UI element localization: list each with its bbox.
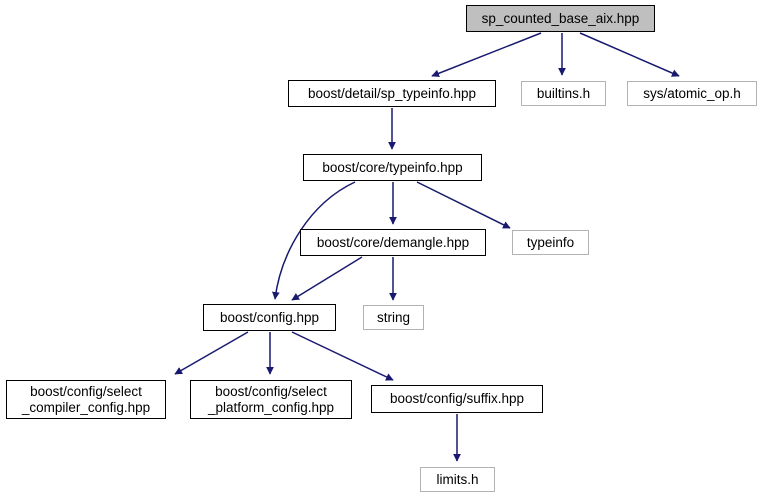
edge-boost_config-to-config_suffix — [291, 331, 394, 381]
graph-node-limits[interactable]: limits.h — [420, 467, 495, 492]
edge-sp_counted_base_aix-to-sys_atomic_op — [579, 32, 680, 77]
graph-node-label: boost/config.hpp — [219, 309, 320, 325]
graph-node-config_suffix[interactable]: boost/config/suffix.hpp — [371, 385, 543, 413]
graph-node-label: boost/config/suffix.hpp — [389, 391, 525, 406]
graph-node-label: sys/atomic_op.h — [643, 85, 741, 101]
graph-node-select_platform_config[interactable]: boost/config/select _platform_config.hpp — [190, 380, 352, 419]
graph-node-label: sp_counted_base_aix.hpp — [481, 10, 640, 26]
edge-core_typeinfo-to-typeinfo — [416, 181, 511, 229]
graph-node-label: boost/config/select _platform_config.hpp — [207, 383, 335, 415]
edge-sp_counted_base_aix-to-sp_typeinfo — [431, 32, 542, 78]
graph-node-builtins[interactable]: builtins.h — [521, 81, 606, 106]
graph-node-core_typeinfo[interactable]: boost/core/typeinfo.hpp — [303, 154, 482, 181]
graph-node-label: string — [376, 309, 410, 325]
graph-node-sp_typeinfo[interactable]: boost/detail/sp_typeinfo.hpp — [288, 80, 496, 107]
graph-node-label: boost/core/demangle.hpp — [316, 234, 470, 250]
graph-node-label: boost/config/select _compiler_config.hpp — [21, 383, 151, 415]
graph-node-select_compiler_config[interactable]: boost/config/select _compiler_config.hpp — [6, 380, 166, 419]
edge-core_demangle-to-boost_config — [291, 256, 363, 301]
graph-node-label: limits.h — [436, 471, 479, 487]
graph-node-sp_counted_base_aix[interactable]: sp_counted_base_aix.hpp — [466, 5, 655, 32]
graph-node-label: boost/detail/sp_typeinfo.hpp — [307, 85, 477, 101]
graph-node-typeinfo[interactable]: typeinfo — [512, 230, 589, 255]
graph-node-label: boost/core/typeinfo.hpp — [322, 159, 463, 175]
graph-node-label: typeinfo — [526, 234, 575, 250]
graph-node-core_demangle[interactable]: boost/core/demangle.hpp — [300, 229, 486, 256]
graph-node-label: builtins.h — [536, 85, 591, 101]
graph-node-sys_atomic_op[interactable]: sys/atomic_op.h — [627, 81, 757, 106]
graph-node-boost_config[interactable]: boost/config.hpp — [203, 304, 336, 331]
edge-boost_config-to-select_compiler_config — [174, 331, 249, 375]
graph-node-string[interactable]: string — [363, 305, 424, 330]
